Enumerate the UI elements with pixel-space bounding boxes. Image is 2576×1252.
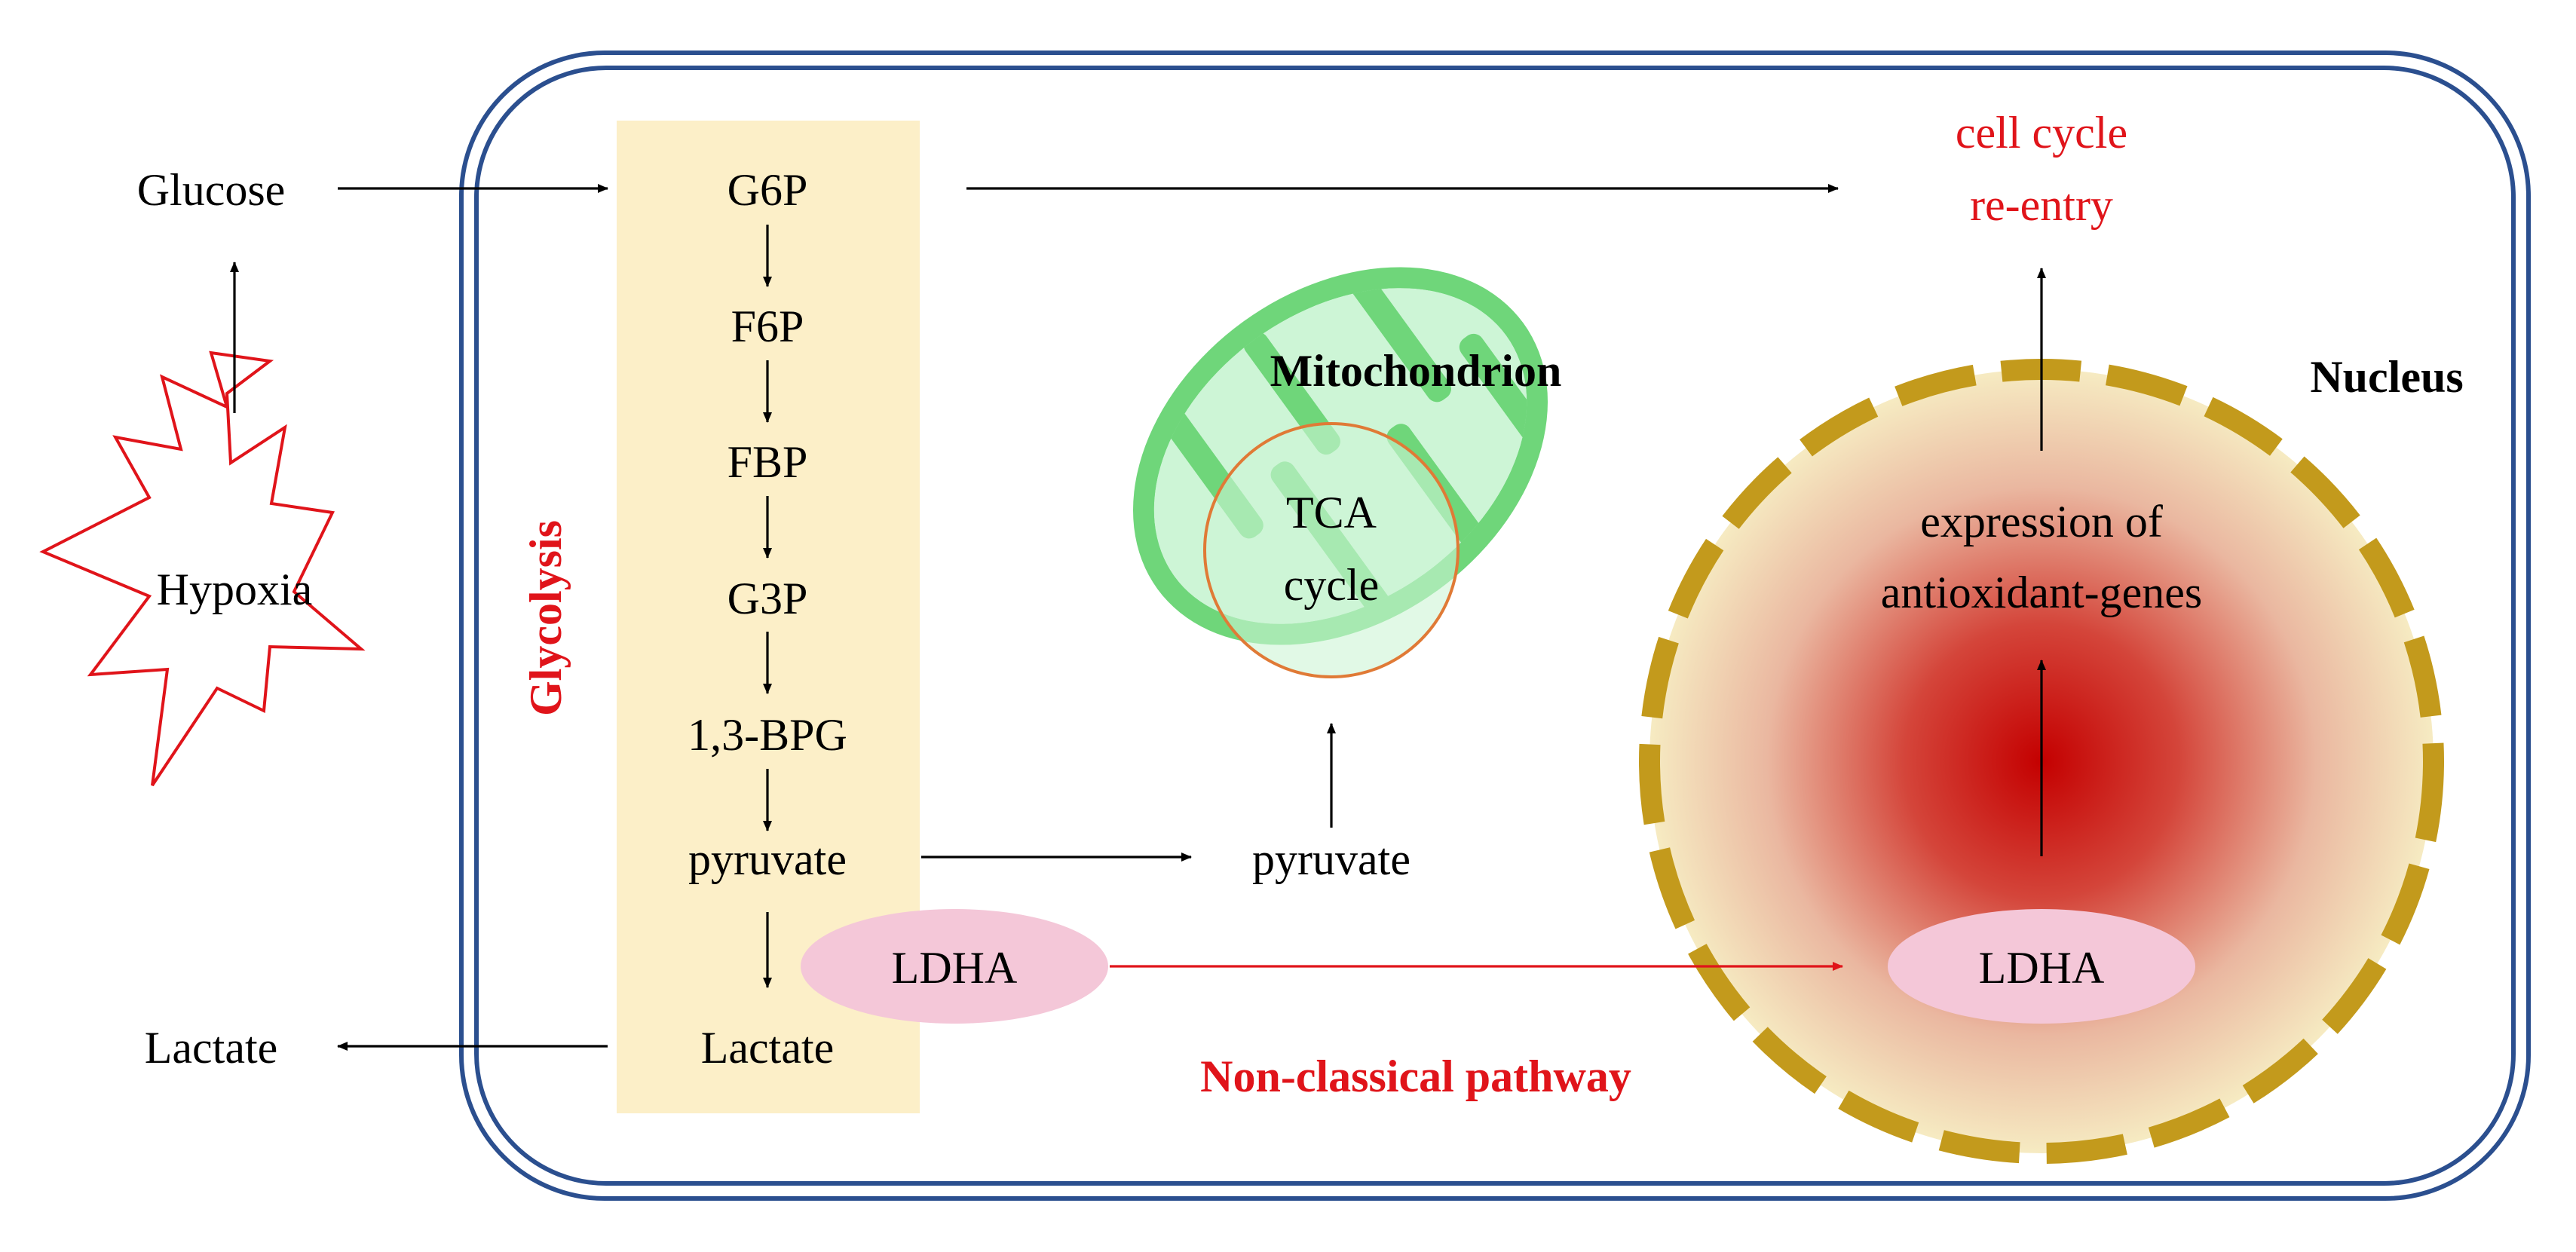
tca-line1: TCA [1286, 488, 1377, 537]
nucleus-label: Nucleus [2310, 352, 2463, 402]
ldha-cytoplasm-ellipse [801, 909, 1108, 1024]
metabolite-pyruvate: pyruvate [688, 834, 847, 884]
lactate-outside-label: Lactate [145, 1023, 278, 1073]
non-classical-label: Non-classical pathway [1200, 1051, 1631, 1101]
ldha-nucleus-ellipse [1888, 909, 2195, 1024]
lactate-inside-label: Lactate [701, 1023, 835, 1073]
ldha-cytoplasm-label: LDHA [892, 943, 1018, 993]
tca-cycle-ring [1203, 422, 1460, 678]
metabolite-g6p: G6P [727, 165, 808, 215]
hypoxia-burst [39, 350, 366, 787]
expression-line1: expression of [1920, 497, 2163, 546]
tca-line2: cycle [1284, 560, 1380, 610]
metabolite-g3p: G3P [727, 574, 808, 623]
glycolysis-label: Glycolysis [521, 520, 571, 716]
mitochondrion-label: Mitochondrion [1270, 346, 1562, 396]
metabolite-f6p: F6P [731, 302, 804, 351]
metabolite-1-3-bpg: 1,3-BPG [688, 710, 847, 760]
cell-cycle-line2: re-entry [1970, 180, 2113, 230]
metabolite-fbp: FBP [727, 437, 808, 487]
cell-membrane [459, 51, 2531, 1201]
hypoxia-label: Hypoxia [157, 565, 313, 614]
cell-cycle-line1: cell cycle [1956, 108, 2127, 158]
glucose-outside-label: Glucose [137, 165, 286, 215]
ldha-nucleus-label: LDHA [1979, 943, 2105, 993]
pyruvate-right-label: pyruvate [1252, 834, 1411, 884]
expression-line2: antioxidant-genes [1881, 568, 2203, 617]
